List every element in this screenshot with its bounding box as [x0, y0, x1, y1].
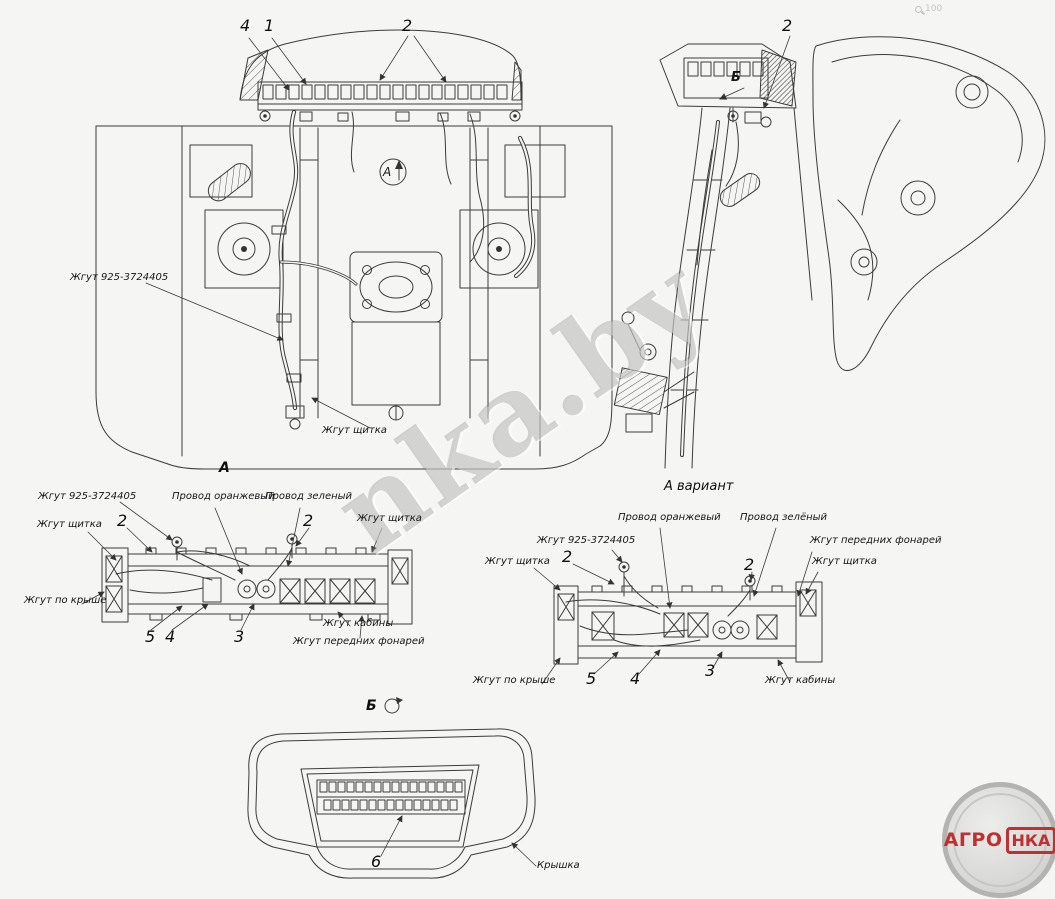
logo-text-nka: НКА — [1005, 826, 1055, 854]
b-callout-6: 6 — [371, 852, 382, 871]
detail-a-bolt-left — [171, 536, 183, 548]
a-callout-2-left: 2 — [117, 511, 128, 530]
detail-a-drawing — [81, 501, 413, 639]
viewer-badge: 100 — [915, 4, 942, 14]
roof-hinge-hatch-left — [239, 49, 269, 101]
v-label-wire-orange: Провод оранжевый — [618, 512, 721, 523]
viewer-badge-text: 100 — [925, 4, 943, 14]
side-harness-run — [680, 120, 739, 457]
a-label-panel-right: Жгут щитка — [357, 513, 422, 524]
a-label-panel-left: Жгут щитка — [37, 519, 102, 530]
right-speaker-panel — [459, 209, 539, 289]
a-label-cab: Жгут кабины — [323, 618, 394, 629]
left-speaker-panel — [204, 209, 284, 289]
v-label-front-lamps: Жгут передних фонарей — [810, 535, 942, 546]
v-label-panel-right: Жгут щитка — [812, 556, 877, 567]
v-label-cab: Жгут кабины — [765, 675, 836, 686]
a-callout-4: 4 — [165, 627, 176, 646]
a-label-front-lamps: Жгут передних фонарей — [293, 636, 425, 647]
logo-text-agro: АГРО — [943, 829, 1003, 851]
a-callout-3: 3 — [234, 627, 245, 646]
front-view-drawing — [95, 29, 613, 470]
front-view-leaders — [145, 35, 447, 429]
callout-1: 1 — [264, 16, 275, 35]
a-label-wire-green: Провод зеленый — [265, 491, 353, 502]
side-callout-leader — [762, 35, 791, 109]
detail-a-variant-drawing — [533, 527, 823, 685]
a-label-harness: Жгут 925-3724405 — [38, 491, 137, 502]
v-callout-4: 4 — [630, 669, 641, 688]
b-label-cover: Крышка — [537, 860, 580, 871]
side-spring-damper — [719, 173, 761, 207]
callout-2-side: 2 — [782, 16, 793, 35]
lower-bracket — [613, 311, 695, 433]
label-harness-925: Жгут 925-3724405 — [70, 272, 169, 283]
central-flange — [349, 251, 443, 421]
main-harness-run — [271, 109, 536, 430]
label-panel-harness: Жгут щитка — [322, 425, 387, 436]
variant-leaders — [533, 527, 819, 685]
detail-a-title: А — [219, 460, 230, 476]
roof-hinge-hatch-right — [511, 61, 522, 101]
agronka-logo: АГРО НКА — [942, 782, 1055, 898]
cab-body-outline — [95, 125, 613, 470]
detail-b-drawing — [247, 697, 537, 879]
v-callout-2-right: 2 — [744, 555, 755, 574]
view-b-arrow-letter: Б — [731, 70, 741, 85]
spring-damper — [207, 163, 251, 202]
view-a-direction-marker — [379, 158, 407, 186]
callout-2-front: 2 — [402, 16, 413, 35]
rotated-view-icon — [384, 697, 403, 714]
variant-bolt-right — [744, 575, 756, 587]
view-b-direction-arrow — [719, 87, 745, 100]
v-callout-2-left: 2 — [562, 547, 573, 566]
v-label-panel-left: Жгут щитка — [485, 556, 550, 567]
logo-inner-ring — [953, 793, 1047, 887]
a-label-roof: Жгут по крыше — [24, 595, 107, 606]
fender-hood — [812, 36, 1046, 372]
a-callout-2-right: 2 — [303, 511, 314, 530]
strip-bolt-right — [509, 110, 521, 122]
fuse-relay-strip — [257, 81, 523, 122]
variant-title: А вариант — [664, 479, 734, 494]
detail-b-leaders — [380, 815, 537, 867]
variant-bolt-left — [618, 561, 630, 573]
detail-a-leaders — [81, 501, 383, 639]
v-label-harness: Жгут 925-3724405 — [537, 535, 636, 546]
v-callout-3: 3 — [705, 661, 716, 680]
view-a-arrow-letter: А — [383, 165, 392, 179]
strip-bolt-left — [259, 110, 271, 122]
callout-4: 4 — [240, 16, 251, 35]
v-label-roof: Жгут по крыше — [473, 675, 556, 686]
v-callout-5: 5 — [586, 669, 597, 688]
v-label-wire-green: Провод зелёный — [740, 512, 828, 523]
detail-a-bolt-right — [286, 533, 298, 545]
side-view-drawing — [613, 35, 1046, 469]
a-label-wire-orange: Провод оранжевый — [172, 491, 275, 502]
a-callout-5: 5 — [145, 627, 156, 646]
roof-hatch-wedge — [759, 49, 797, 107]
detail-b-title: Б — [366, 698, 377, 714]
magnifier-icon — [915, 5, 922, 13]
